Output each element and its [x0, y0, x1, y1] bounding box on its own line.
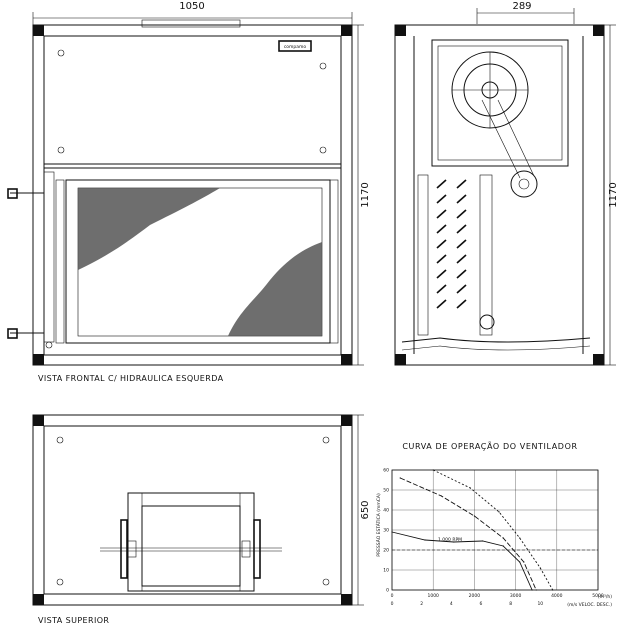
operating-line-label: 1.000 RPM — [438, 537, 462, 543]
x-tick-label: 0 — [391, 593, 394, 599]
top-depth-dimension: 650 — [360, 500, 371, 519]
series-point — [552, 589, 554, 591]
series-point — [440, 495, 443, 497]
chart-y-label: PRESSÃO ESTÁTICA (mmCA) — [375, 493, 382, 557]
chart-ticks: 0 1000 2000 3000 4000 5000 0 2 4 6 8 10 0 10 20 30 40 50 6… — [383, 468, 604, 608]
side-height-dimension: 1170 — [608, 182, 619, 207]
series-point — [482, 540, 484, 542]
x2-tick-label: 0 — [391, 601, 394, 607]
series-point — [498, 511, 500, 513]
louver-slots — [436, 179, 467, 309]
x2-tick-label: 2 — [420, 601, 423, 607]
side-view: 289 — [394, 1, 619, 366]
series-line-3 — [433, 469, 554, 591]
series-point — [432, 469, 434, 471]
y-tick-label: 0 — [386, 588, 389, 594]
series-point — [453, 541, 455, 543]
front-view-label: VISTA FRONTAL C/ HIDRAULICA ESQUERDA — [38, 374, 224, 383]
series-point — [519, 537, 521, 539]
x-tick-label: 5000 — [592, 593, 604, 599]
top-view-label: VISTA SUPERIOR — [38, 616, 109, 625]
front-width-dimension: 1050 — [179, 1, 204, 12]
chart-grid — [391, 469, 599, 591]
series-point — [424, 539, 426, 541]
series-point — [539, 567, 541, 569]
x-tick-label: 1000 — [427, 593, 439, 599]
series-point — [399, 477, 401, 479]
x2-tick-label: 8 — [509, 601, 512, 607]
series-point — [473, 515, 475, 517]
chart-x-label: (m³/h) — [598, 594, 612, 600]
series-point — [502, 545, 504, 547]
chart-series — [391, 469, 554, 591]
x-tick-label: 4000 — [551, 593, 563, 599]
series-point — [519, 561, 521, 563]
series-point — [535, 589, 537, 591]
series-point — [502, 537, 504, 539]
front-height-dimension: 1170 — [360, 182, 371, 207]
x-tick-label: 2000 — [469, 593, 481, 599]
y-tick-label: 20 — [383, 548, 389, 554]
x2-tick-label: 6 — [480, 601, 483, 607]
y-tick-label: 10 — [383, 568, 389, 574]
x2-tick-label: 10 — [537, 601, 543, 607]
series-line-1 — [391, 531, 533, 591]
series-point — [391, 531, 393, 533]
x2-tick-label: 4 — [450, 601, 453, 607]
front-view: 1050 compamo — [7, 1, 371, 383]
series-point — [531, 589, 533, 591]
y-tick-label: 40 — [383, 508, 389, 514]
x-tick-label: 3000 — [510, 593, 522, 599]
fan-curve-chart: CURVA DE OPERAÇÃO DO VENTILADOR PRESSÃO … — [375, 441, 612, 608]
brand-plate: compamo — [284, 45, 307, 50]
y-tick-label: 60 — [383, 468, 389, 474]
series-point — [523, 561, 525, 563]
side-width-dimension: 289 — [512, 1, 531, 12]
y-tick-label: 30 — [383, 528, 389, 534]
chart-title: CURVA DE OPERAÇÃO DO VENTILADOR — [402, 441, 577, 451]
top-view: 650 VISTA SUPERIOR — [32, 414, 371, 625]
y-tick-label: 50 — [383, 488, 389, 494]
chart-x2-label: (m/s VELOC. DESC.) — [567, 602, 612, 608]
series-point — [469, 487, 471, 489]
series-line-2 — [400, 477, 537, 591]
